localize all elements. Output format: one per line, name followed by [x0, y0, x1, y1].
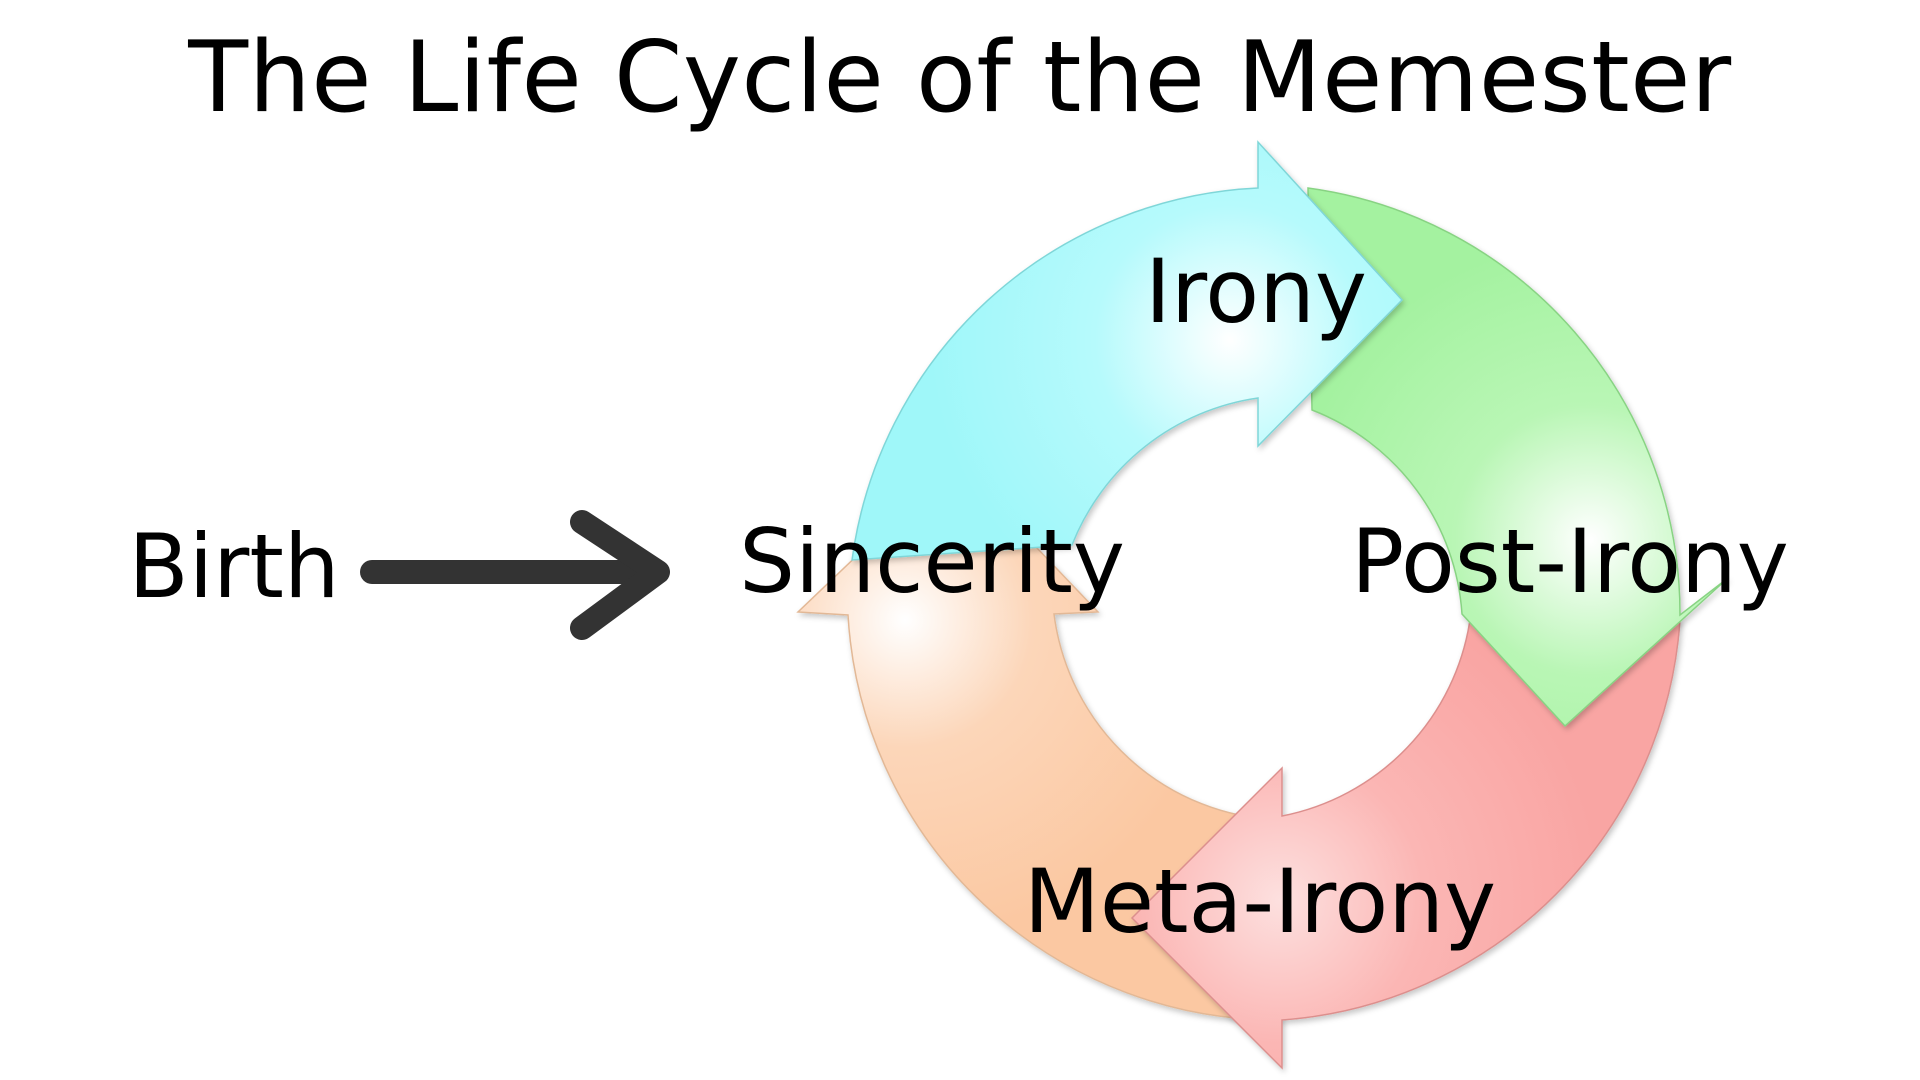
irony-cycle-arrow	[851, 140, 1404, 561]
right-arrow-icon	[360, 510, 670, 640]
stage-label-meta-irony: Meta-Irony	[1023, 850, 1497, 953]
post-irony-cycle-arrow	[1307, 187, 1729, 728]
stage-label-birth: Birth	[128, 515, 340, 618]
page-title: The Life Cycle of the Memester	[188, 21, 1732, 135]
sincerity-cycle-arrow	[796, 460, 1281, 1021]
meta-irony-cycle-arrow	[1130, 619, 1681, 1070]
stage-label-irony: Irony	[1145, 240, 1367, 343]
stage-label-sincerity: Sincerity	[739, 510, 1125, 613]
stage-label-post-irony: Post-Irony	[1351, 510, 1789, 613]
